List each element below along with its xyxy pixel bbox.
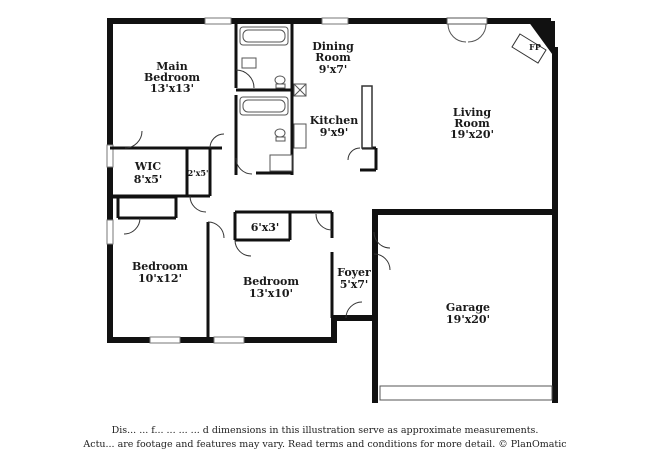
left-bedroom-dims: 10'x12' [138,272,182,285]
dining-room-name-1: Dining [312,40,354,53]
interior-walls [110,21,386,340]
garage-name: Garage [446,301,490,314]
fireplace-label: FP [529,42,541,52]
kitchen-dims: 9'x9' [320,126,349,139]
patio-doors [446,17,488,43]
hall-closet-dims: 6'x3' [251,221,280,234]
foyer-dims: 5'x7' [340,278,369,291]
dining-room-dims: 9'x7' [319,63,348,76]
kitchen-counter [361,85,373,149]
living-room-name-2: Room [454,117,490,130]
center-bedroom-dims: 13'x10' [249,287,293,300]
main-bedroom-dims: 13'x13' [150,82,194,95]
foyer-name: Foyer [337,266,371,279]
fireplace-hearth [511,33,547,64]
left-bedroom-name: Bedroom [132,260,188,273]
kitchen-name: Kitchen [310,114,359,127]
living-room-dims: 19'x20' [450,128,494,141]
wic-name: WIC [134,160,161,173]
bath-fixtures [239,26,307,172]
living-room-name-1: Living [453,106,491,119]
fireplace-corner [528,21,555,58]
dining-room-name-2: Room [315,51,351,64]
garage-door [379,385,553,401]
disclaimer-line-1: Dis... ... f... ... ... ... d dimensions… [111,425,539,436]
room-labels: Main Bedroom 13'x13' Dining Room 9'x7' K… [132,40,541,326]
wic-dims: 8'x5' [134,173,163,186]
center-bedroom-name: Bedroom [243,275,299,288]
door-swings [123,69,391,319]
disclaimer-line-2: Actu... are footage and features may var… [83,439,567,450]
garage-dims: 19'x20' [446,313,490,326]
disclaimer: Dis... ... f... ... ... ... d dimensions… [0,424,650,452]
main-bedroom-name-1: Main [156,60,187,73]
windows [106,17,349,344]
main-bedroom-name-2: Bedroom [144,71,200,84]
small-closet-dims: 2'x5' [188,168,209,178]
